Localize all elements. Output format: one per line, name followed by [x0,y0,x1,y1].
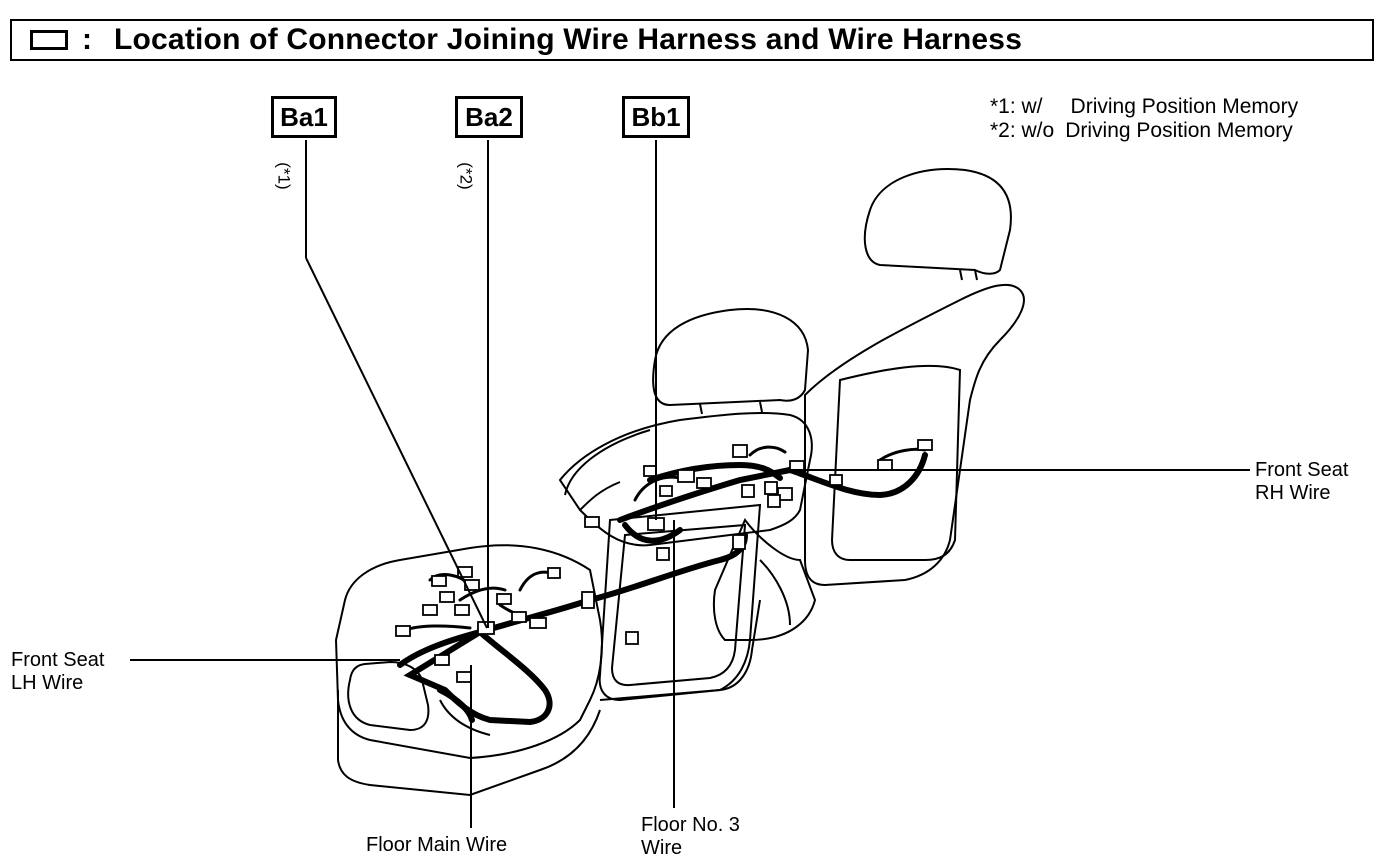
callout-front-seat-lh-line1: Front Seat [11,649,105,671]
callout-floor-no3-wire: Floor No. 3 Wire [641,814,740,860]
callout-floor-main-line1: Floor Main Wire [366,834,508,856]
legend-note-2: *2: w/o Driving Position Memory [990,119,1293,143]
callout-floor-no3-line1: Floor No. 3 [641,814,740,836]
connector-note-ba2: (*2) [456,162,476,190]
seat-outline [334,168,1025,797]
connector-label-ba1: Ba1 [271,96,337,138]
callout-floor-main-wire: Floor Main Wire [366,834,507,857]
callout-front-seat-rh-line2: RH Wire [1255,482,1331,504]
connector-label-bb1: Bb1 [622,96,690,138]
leader-lines [130,140,1250,828]
callout-floor-no3-line2: Wire [641,837,683,859]
connector-box-icon [30,30,68,50]
legend-note-1-key: *1: w/ [990,95,1043,118]
legend-note-2-text: Driving Position Memory [1065,119,1293,142]
connector-note-ba1: (*1) [274,162,294,190]
callout-front-seat-rh-line1: Front Seat [1255,459,1349,481]
legend-note-2-key: *2: w/o [990,119,1055,142]
callout-front-seat-lh-wire: Front Seat LH Wire [11,649,104,695]
legend-note-1: *1: w/Driving Position Memory [990,95,1298,119]
title-bar: : Location of Connector Joining Wire Har… [10,19,1374,61]
callout-front-seat-rh-wire: Front Seat RH Wire [1255,459,1348,505]
page-title: Location of Connector Joining Wire Harne… [114,23,1023,56]
connector-label-ba2: Ba2 [455,96,523,138]
callout-front-seat-lh-line2: LH Wire [11,672,84,694]
connector-blocks [395,439,933,683]
legend-note-1-text: Driving Position Memory [1070,95,1299,118]
title-colon: : [82,23,92,56]
